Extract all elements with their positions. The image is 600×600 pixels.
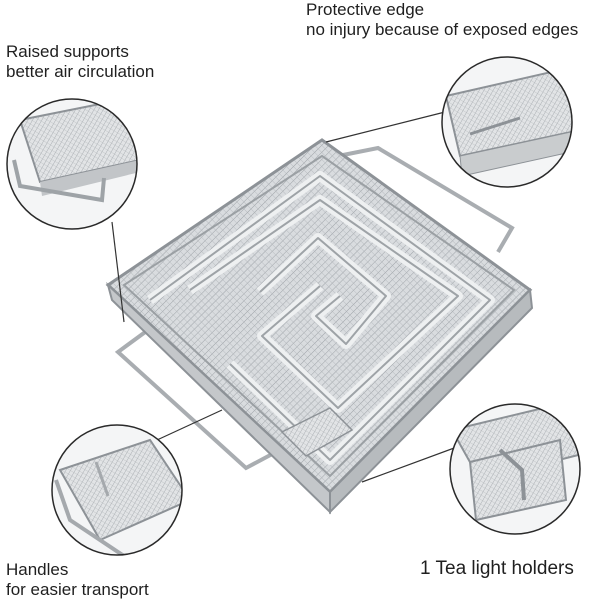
callout-handles-title: Handles (6, 560, 69, 579)
callout-tea-light: 1 Tea light holders (420, 559, 574, 579)
connector-bottom-left (156, 409, 223, 441)
callout-handles: Handles for easier transport (6, 560, 149, 600)
tray-inner-rim (122, 154, 516, 478)
spiral-wall-2-shade (189, 199, 459, 409)
callout-raised-supports-subtitle: better air circulation (6, 62, 155, 81)
connector-top-left (111, 221, 125, 323)
callout-tea-light-title: 1 Tea light holders (420, 558, 574, 579)
callout-protective-edge-title: Protective edge (306, 0, 425, 19)
callout-protective-edge-subtitle: no injury because of exposed edges (306, 20, 579, 39)
callout-raised-supports-title: Raised supports (6, 42, 129, 61)
handle-left (114, 328, 277, 471)
detail-circle-protective-edge (441, 56, 573, 188)
callout-lines (111, 111, 466, 483)
connector-bottom-right (361, 443, 466, 483)
detail-circle-handles (51, 424, 183, 556)
callout-raised-supports: Raised supports better air circulation (6, 42, 154, 82)
detail-circle-tea-light (449, 403, 581, 535)
callout-protective-edge: Protective edge no injury because of exp… (306, 0, 578, 40)
smoker-box (105, 138, 534, 515)
connector-top-right (325, 111, 446, 143)
tea-light-slot (280, 407, 354, 457)
handle-right (327, 145, 515, 254)
spiral-wall-3-shade (259, 237, 387, 345)
callout-handles-subtitle: for easier transport (6, 580, 149, 599)
detail-circle-raised-supports (6, 98, 138, 230)
tray-right-wall (329, 287, 534, 515)
